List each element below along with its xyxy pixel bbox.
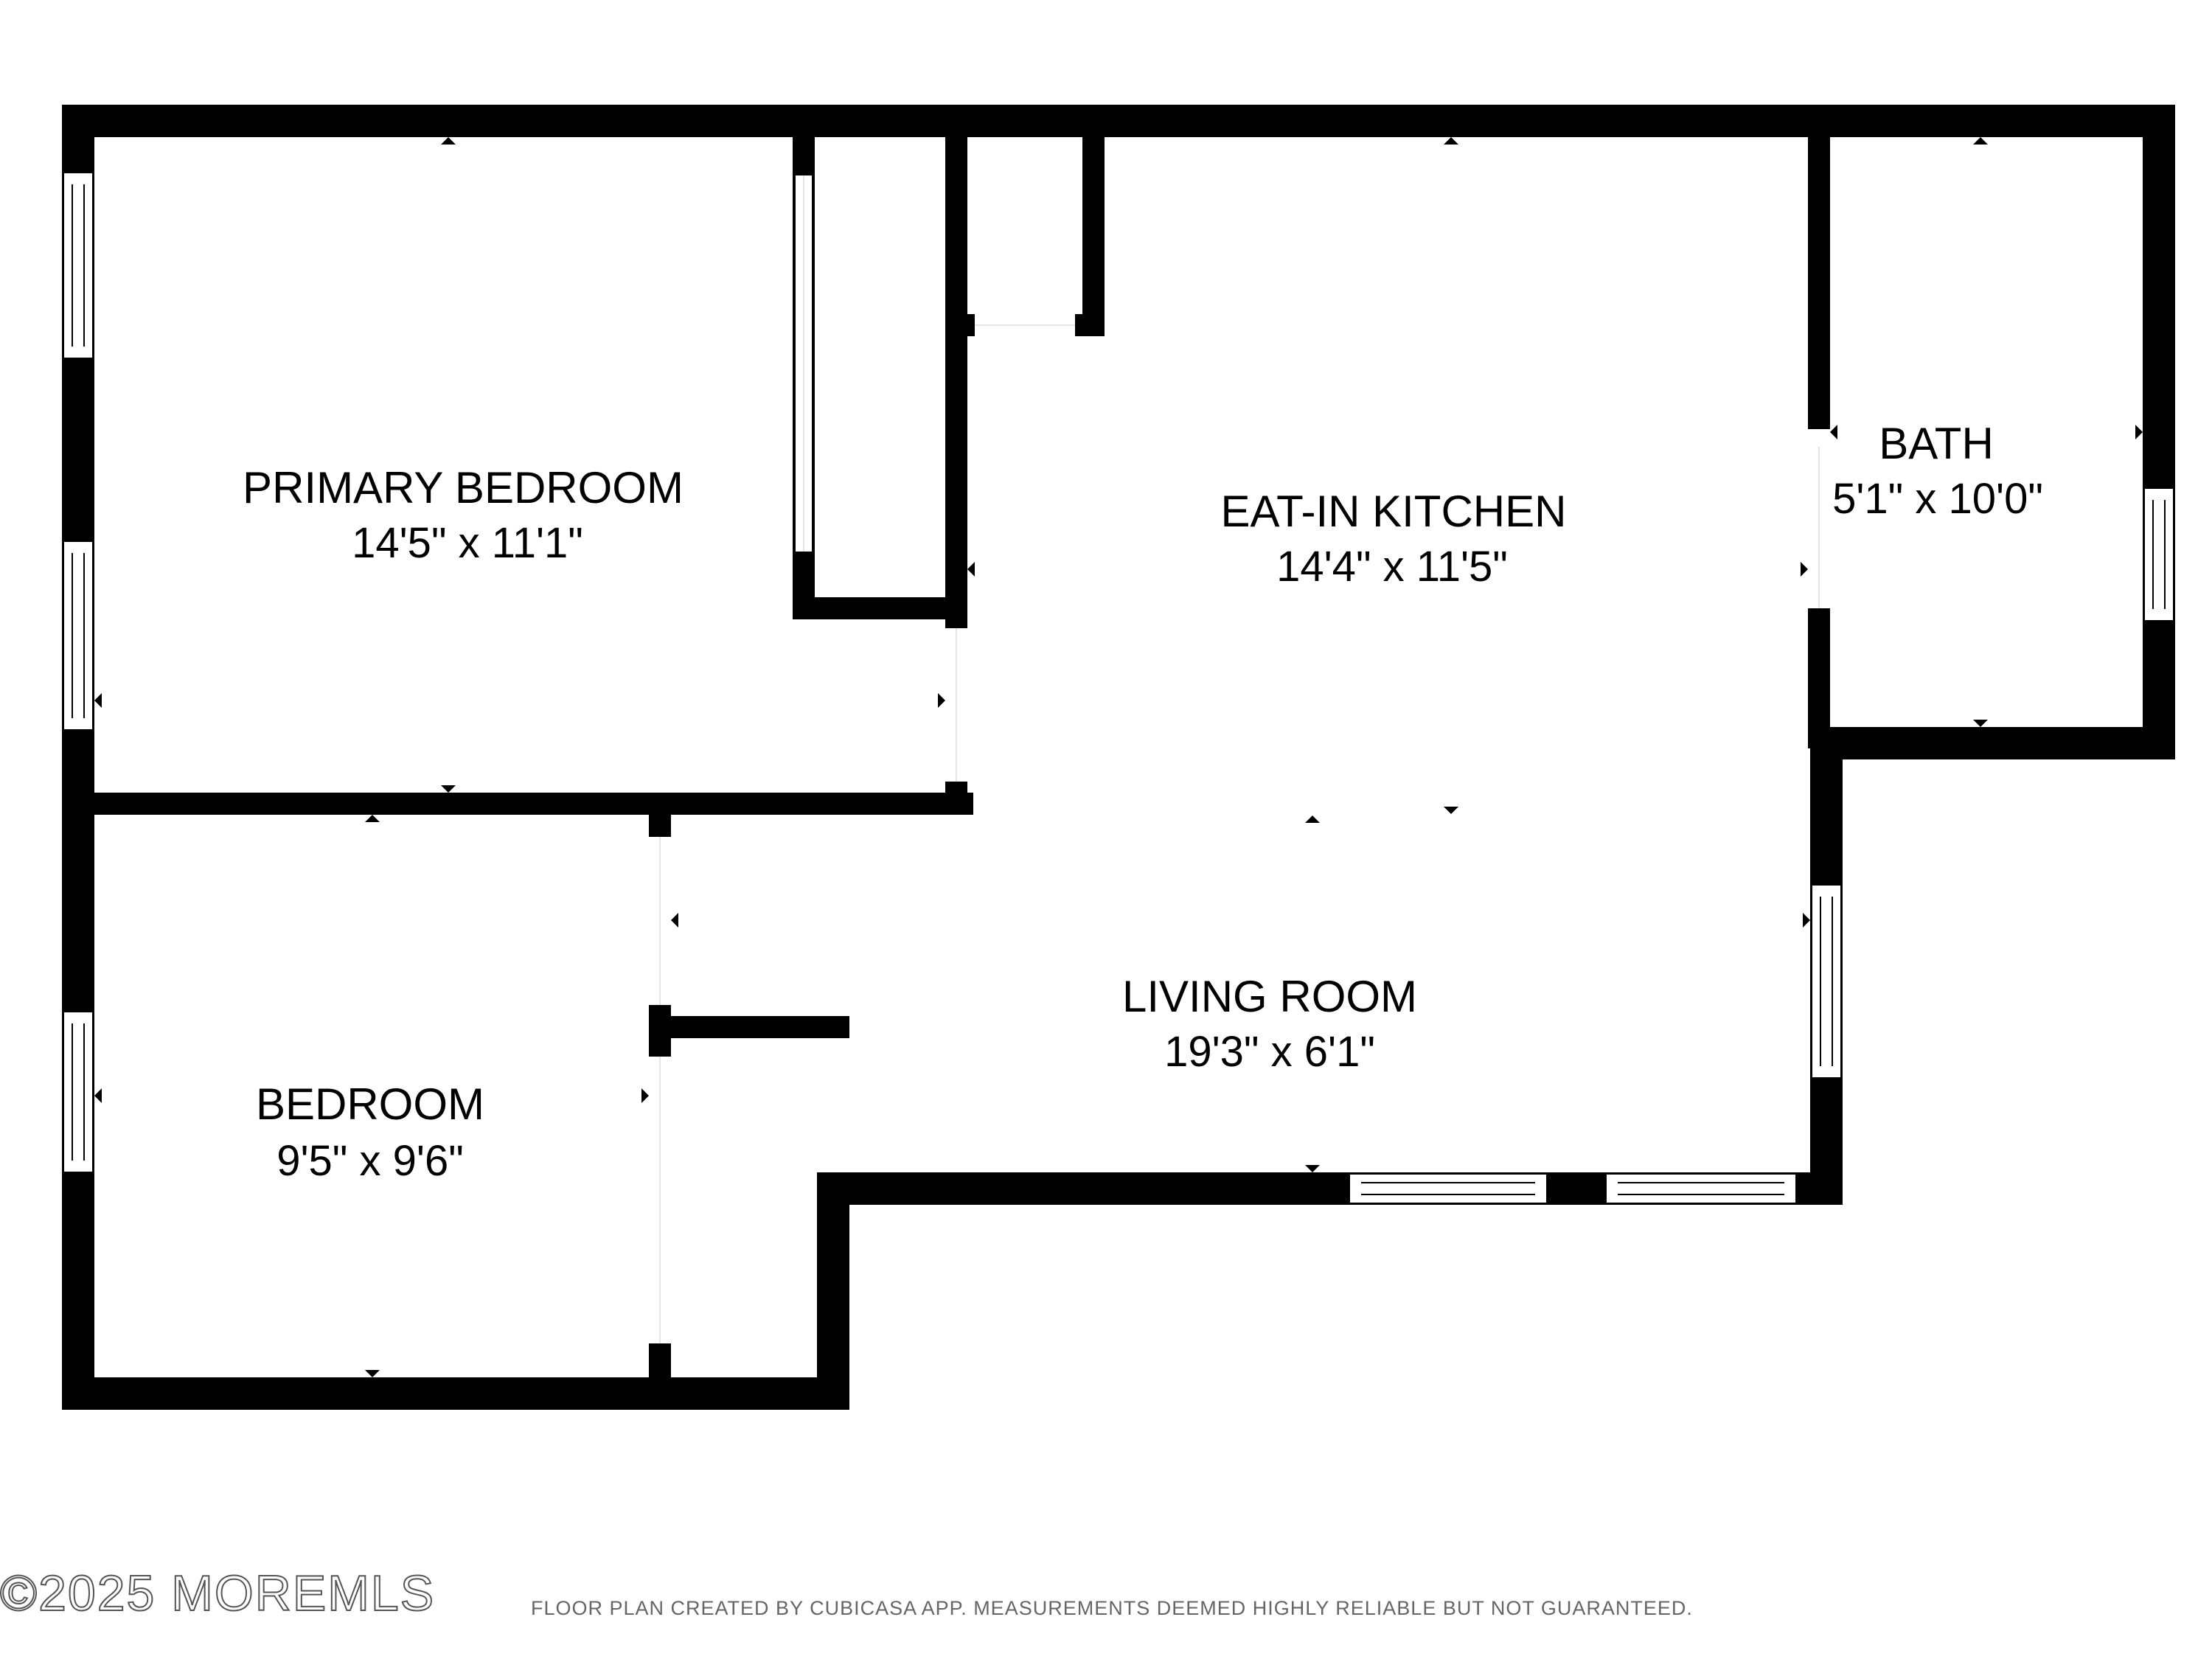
marker-right xyxy=(94,1088,102,1103)
window-bath xyxy=(2143,487,2174,622)
bottom-exterior-wall xyxy=(62,1377,849,1410)
room-labels: PRIMARY BEDROOM 14'5" x 11'1" EAT-IN KIT… xyxy=(243,419,2043,1185)
bath-left-wall xyxy=(1808,105,1830,429)
primary-closet-bottom-wall xyxy=(793,597,962,619)
marker-down xyxy=(1444,807,1458,814)
door-openings xyxy=(652,175,1827,1343)
eat-in-kitchen-dimensions: 14'4" x 11'5" xyxy=(1276,543,1508,591)
bath-bottom-exterior-wall xyxy=(1810,727,2175,759)
window-primary-bedroom-lower xyxy=(63,540,94,731)
bath-right-exterior-wall xyxy=(2143,105,2175,759)
marker-right xyxy=(94,693,102,708)
pantry-stub-right xyxy=(1075,314,1105,336)
window-bedroom xyxy=(63,1011,94,1173)
bedroom-dimensions: 9'5" x 9'6" xyxy=(276,1137,464,1185)
window-living-room-bottom-right xyxy=(1605,1173,1797,1204)
bedroom-name: BEDROOM xyxy=(256,1079,484,1129)
marker-down xyxy=(441,785,456,793)
disclaimer-text: FLOOR PLAN CREATED BY CUBICASA APP. MEAS… xyxy=(531,1597,1693,1619)
bath-name: BATH xyxy=(1879,419,1994,468)
marker-up xyxy=(1305,815,1320,823)
moremls-watermark: ©2025 MOREMLS xyxy=(0,1565,435,1621)
closet-top-wall xyxy=(649,1016,849,1038)
marker-down xyxy=(1305,1165,1320,1172)
exterior-walls xyxy=(62,105,2175,1410)
windows xyxy=(63,172,2174,1204)
pantry-right-wall xyxy=(1082,105,1105,336)
marker-up xyxy=(365,815,380,822)
living-bottom-pier xyxy=(1547,1172,1606,1205)
marker-left xyxy=(1801,562,1808,577)
kitchen-left-wall-lower xyxy=(945,782,967,815)
pantry-stub-left xyxy=(945,314,975,336)
living-room-dimensions: 19'3" x 6'1" xyxy=(1164,1028,1375,1076)
bedroom-right-wall-top xyxy=(649,815,671,837)
bedroom-right-wall-bottom xyxy=(649,1343,671,1388)
marker-left xyxy=(641,1088,649,1103)
window-living-room-side xyxy=(1811,884,1842,1079)
marker-down xyxy=(365,1370,380,1377)
marker-left xyxy=(2135,425,2143,439)
kitchen-left-wall xyxy=(945,105,967,628)
bath-left-wall-lower xyxy=(1808,608,1830,748)
marker-up xyxy=(1444,137,1458,145)
marker-up xyxy=(441,137,456,145)
bath-dimensions: 5'1" x 10'0" xyxy=(1832,475,2043,523)
marker-right xyxy=(967,562,975,577)
primary-bedroom-name: PRIMARY BEDROOM xyxy=(243,463,684,512)
marker-left xyxy=(1803,913,1810,928)
bedroom-divider-wall xyxy=(62,793,973,815)
marker-down xyxy=(1973,720,1988,727)
marker-left xyxy=(938,693,945,708)
living-room-name: LIVING ROOM xyxy=(1122,972,1417,1021)
window-primary-bedroom-upper xyxy=(63,172,94,359)
eat-in-kitchen-name: EAT-IN KITCHEN xyxy=(1221,487,1567,536)
top-exterior-wall xyxy=(62,105,2175,137)
measurement-markers xyxy=(94,137,2143,1377)
marker-right xyxy=(671,913,678,928)
marker-up xyxy=(1973,137,1988,145)
window-living-room-bottom-left xyxy=(1349,1173,1548,1204)
marker-right xyxy=(1830,425,1837,439)
primary-bedroom-dimensions: 14'5" x 11'1" xyxy=(352,519,583,567)
closet-right-exterior-wall xyxy=(817,1172,849,1410)
